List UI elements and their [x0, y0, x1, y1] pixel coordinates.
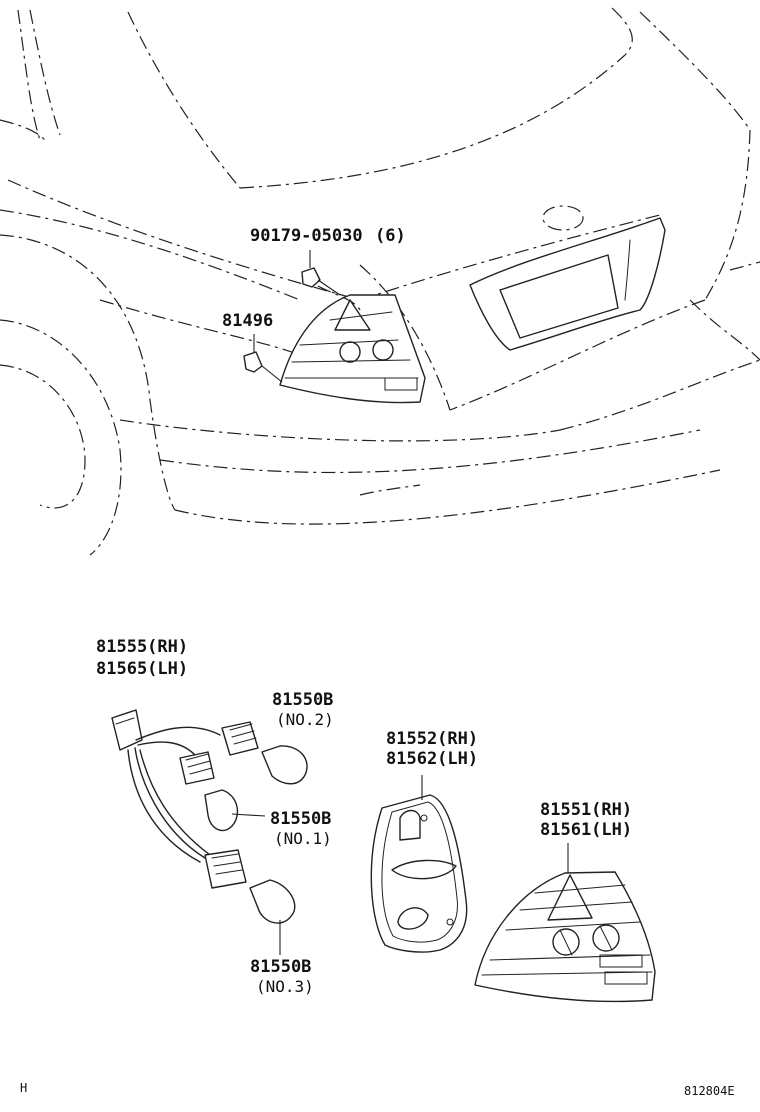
lamp-part-number-rh: 81551(RH)	[540, 800, 632, 820]
rear-combination-lamp-icon	[474, 843, 656, 1003]
bulb-no3-note: (NO.3)	[256, 977, 314, 996]
socket-part-number-lh: 81565(LH)	[96, 659, 188, 679]
socket-part-number-rh: 81555(RH)	[96, 637, 188, 657]
bulb-no1-icon	[204, 789, 266, 832]
bulb-no1-part-number: 81550B	[270, 809, 331, 829]
bolt-part-number: 90179-05030	[250, 226, 363, 246]
bulb-no2-note: (NO.2)	[276, 710, 334, 729]
lamp-part-number-lh: 81561(LH)	[540, 820, 632, 840]
bulb-no3-part-number: 81550B	[250, 957, 311, 977]
lamp-gasket-icon	[370, 775, 468, 953]
bulb-no2-icon	[261, 745, 308, 785]
corner-code: H	[20, 1081, 27, 1095]
bulb-no3-icon	[249, 879, 296, 955]
gasket-part-number-rh: 81552(RH)	[386, 729, 478, 749]
bulb-no1-note: (NO.1)	[274, 829, 332, 848]
screw-part-number: 81496	[222, 311, 273, 331]
screw-icon	[243, 334, 283, 383]
socket-and-wire-harness	[111, 709, 259, 889]
bulb-no2-part-number: 81550B	[272, 690, 333, 710]
bolt-quantity: (6)	[375, 226, 406, 246]
gasket-part-number-lh: 81562(LH)	[386, 749, 478, 769]
bolt-icon	[301, 250, 341, 296]
car-rear-body-outline	[0, 7, 760, 556]
figure-id: 812804E	[684, 1084, 735, 1098]
tail-lamp-on-car	[279, 285, 426, 404]
